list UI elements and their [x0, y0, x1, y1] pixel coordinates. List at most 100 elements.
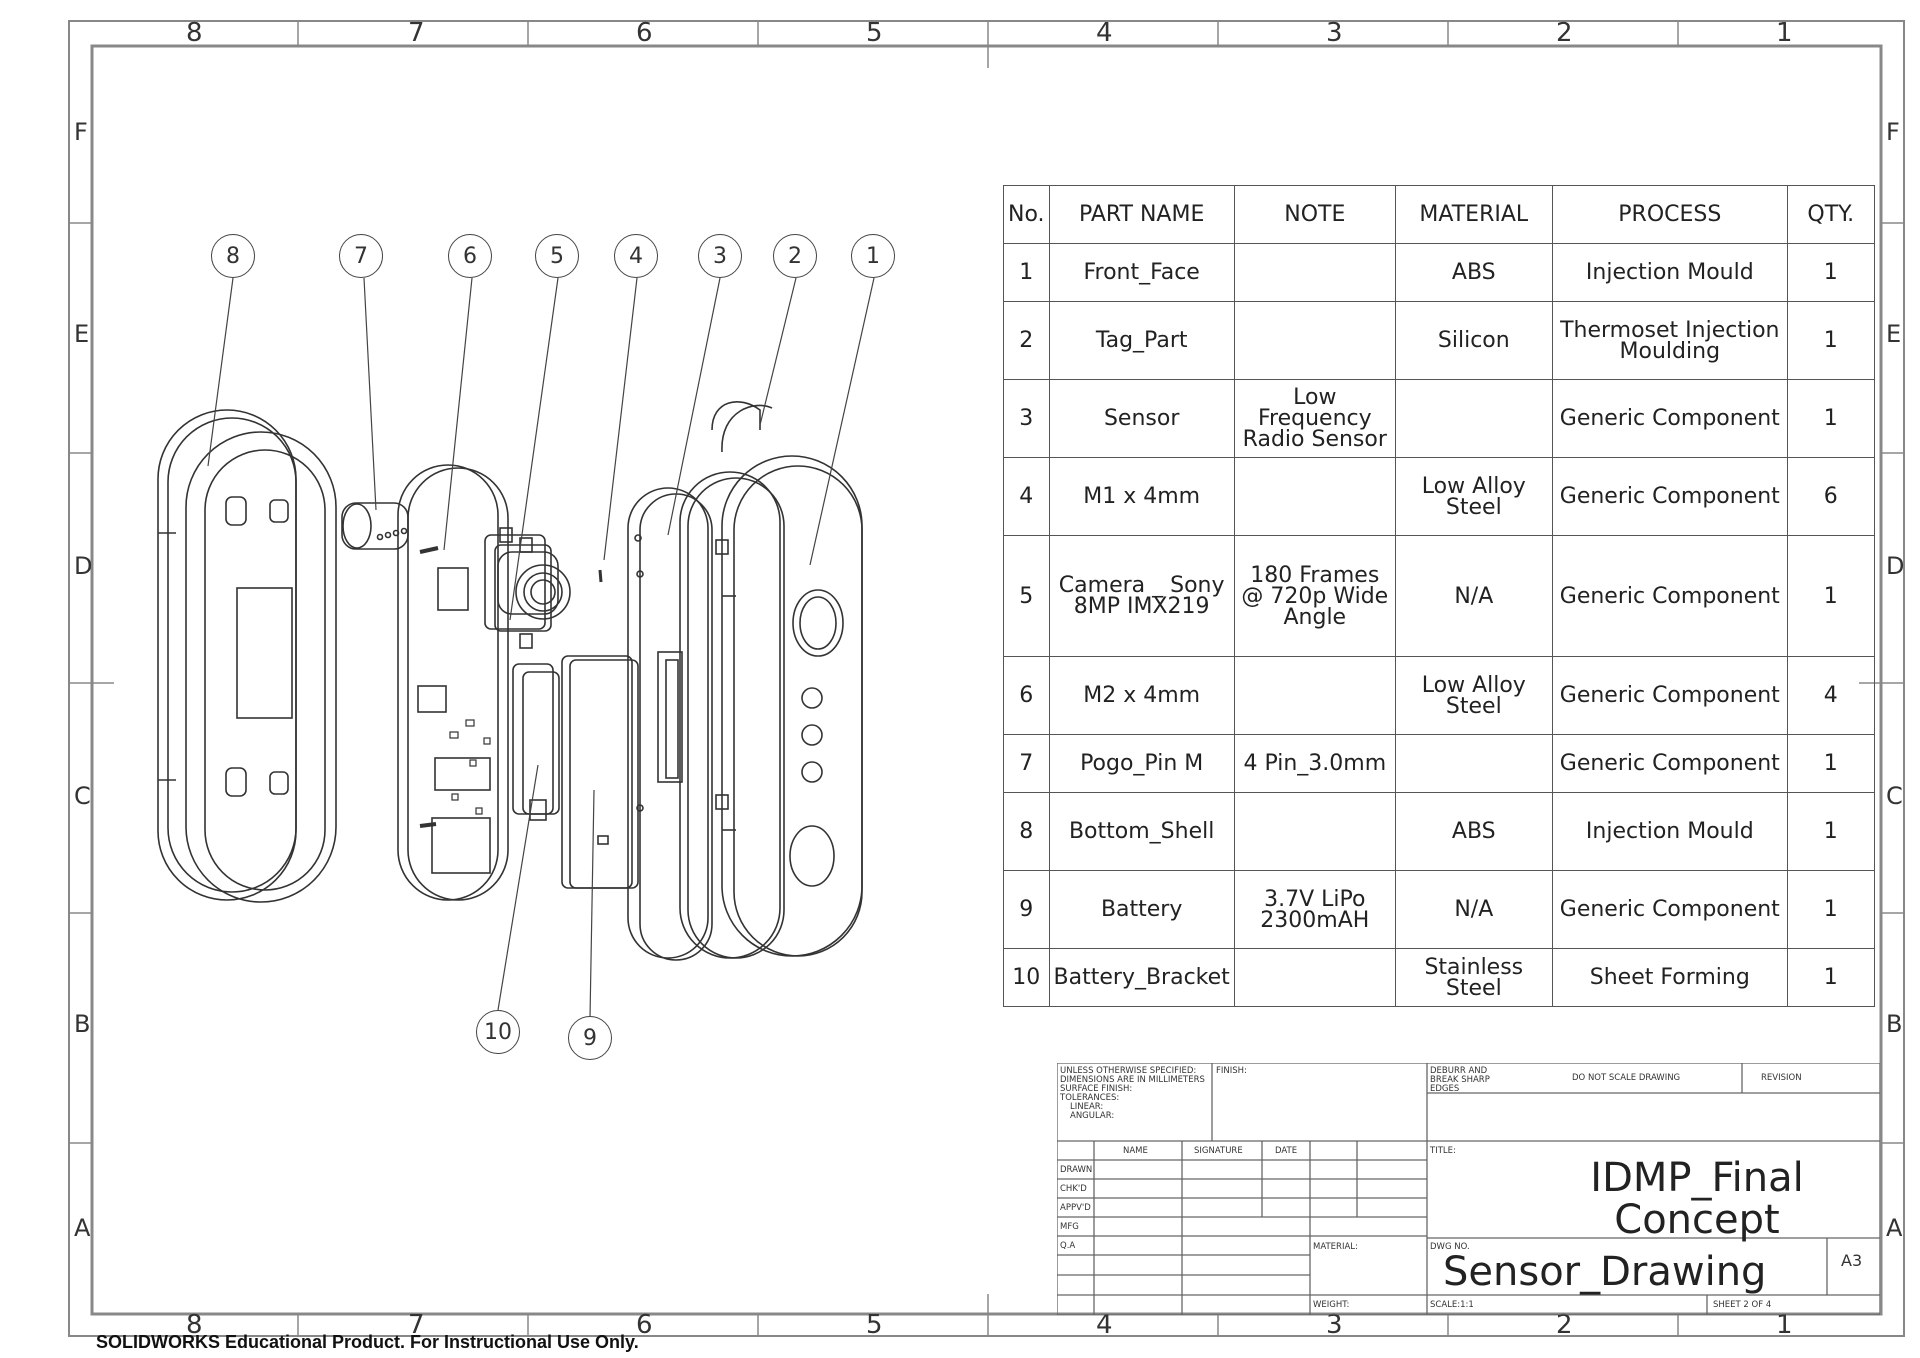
balloon-2: 2 [773, 234, 817, 278]
bom-cell-no: 6 [1003, 656, 1050, 735]
zone-col-6: 6 [636, 18, 653, 48]
bom-cell-material: ABS [1394, 792, 1553, 871]
row-mfg-label: MFG [1060, 1222, 1079, 1232]
zone-col-1-bottom: 1 [1776, 1310, 1793, 1340]
zone-row-c: C [74, 782, 91, 810]
bom-cell-note [1233, 301, 1396, 380]
col-name-label: NAME [1123, 1146, 1148, 1156]
zone-col-7-bottom: 7 [408, 1310, 425, 1340]
zone-col-4: 4 [1096, 18, 1113, 48]
bom-cell-qty: 1 [1786, 948, 1875, 1007]
bom-header-part-name: PART NAME [1048, 185, 1235, 244]
deburr-notes: DEBURR AND BREAK SHARP EDGES [1430, 1067, 1490, 1094]
bom-header-qty: QTY. [1786, 185, 1875, 244]
bom-cell-no: 7 [1003, 734, 1050, 793]
drawing-title: IDMP_Final Concept [1517, 1157, 1877, 1241]
bom-cell-no: 8 [1003, 792, 1050, 871]
bom-cell-note: Low Frequency Radio Sensor [1233, 379, 1396, 458]
camera-part [484, 527, 571, 649]
bom-cell-note: 4 Pin_3.0mm [1233, 734, 1396, 793]
unless-specified-text: UNLESS OTHERWISE SPECIFIED: [1060, 1066, 1197, 1076]
bom-cell-process: Thermoset Injection Moulding [1551, 301, 1788, 380]
bom-header-row: No. PART NAME NOTE MATERIAL PROCESS QTY. [1003, 185, 1875, 244]
bom-cell-part-name: Tag_Part [1048, 301, 1235, 380]
row-drawn-label: DRAWN [1060, 1165, 1093, 1175]
deburr-text-1: DEBURR AND [1430, 1066, 1488, 1076]
deburr-text-2: BREAK SHARP [1430, 1075, 1490, 1085]
pcb-board-part [397, 464, 509, 901]
bom-cell-qty: 6 [1786, 457, 1875, 536]
bom-cell-process: Generic Component [1551, 457, 1788, 536]
zone-col-4-bottom: 4 [1096, 1310, 1113, 1340]
zone-col-2-bottom: 2 [1556, 1310, 1573, 1340]
balloon-5: 5 [535, 234, 579, 278]
tolerance-notes: UNLESS OTHERWISE SPECIFIED: DIMENSIONS A… [1060, 1067, 1205, 1121]
scale-label: SCALE:1:1 [1430, 1300, 1474, 1310]
zone-row-e: E [74, 320, 90, 348]
zone-row-b: B [74, 1010, 91, 1038]
sensor-plate-part [627, 487, 713, 961]
bom-cell-note [1233, 656, 1396, 735]
zone-col-6-bottom: 6 [636, 1310, 653, 1340]
title-label: TITLE: [1430, 1146, 1456, 1156]
bom-cell-process: Generic Component [1551, 870, 1788, 949]
bom-cell-part-name: M1 x 4mm [1048, 457, 1235, 536]
zone-row-f-right: F [1886, 118, 1900, 146]
do-not-scale-label: DO NOT SCALE DRAWING [1572, 1073, 1681, 1083]
zone-row-f: F [74, 118, 88, 146]
bom-cell-qty: 1 [1786, 792, 1875, 871]
bom-cell-process: Sheet Forming [1551, 948, 1788, 1007]
deburr-text-3: EDGES [1430, 1084, 1460, 1094]
bill-of-materials-table: No. PART NAME NOTE MATERIAL PROCESS QTY.… [1003, 185, 1875, 1007]
bom-cell-qty: 4 [1786, 656, 1875, 735]
col-date-label: DATE [1275, 1146, 1298, 1156]
bom-cell-part-name: Battery_Bracket [1048, 948, 1235, 1007]
bom-cell-note [1233, 792, 1396, 871]
bom-cell-no: 3 [1003, 379, 1050, 458]
revision-label: REVISION [1761, 1073, 1802, 1083]
bom-cell-part-name: Camera _ Sony 8MP IMX219 [1048, 535, 1235, 657]
balloon-3: 3 [698, 234, 742, 278]
bom-cell-qty: 1 [1786, 870, 1875, 949]
bom-cell-part-name: M2 x 4mm [1048, 656, 1235, 735]
bom-cell-material: Low Alloy Steel [1394, 656, 1553, 735]
balloon-7: 7 [339, 234, 383, 278]
title-block-grid [1057, 1063, 1880, 1315]
angular-text: ANGULAR: [1070, 1111, 1115, 1121]
bom-cell-process: Generic Component [1551, 734, 1788, 793]
zone-col-3: 3 [1326, 18, 1343, 48]
bottom-shell-part [157, 409, 337, 903]
dimensions-text: DIMENSIONS ARE IN MILLIMETERS [1060, 1075, 1205, 1085]
zone-col-1: 1 [1776, 18, 1793, 48]
bom-cell-no: 4 [1003, 457, 1050, 536]
zone-row-c-right: C [1886, 782, 1903, 810]
drawing-title-line-2: Concept [1614, 1197, 1780, 1243]
title-block: UNLESS OTHERWISE SPECIFIED: DIMENSIONS A… [1057, 1063, 1880, 1315]
drawing-title-line-1: IDMP_Final [1590, 1155, 1804, 1201]
bom-cell-process: Injection Mould [1551, 792, 1788, 871]
bom-cell-part-name: Bottom_Shell [1048, 792, 1235, 871]
zone-row-e-right: E [1886, 320, 1902, 348]
bom-cell-note [1233, 457, 1396, 536]
sheet-size: A3 [1841, 1251, 1863, 1270]
zone-col-5-bottom: 5 [866, 1310, 883, 1340]
bom-cell-no: 10 [1003, 948, 1050, 1007]
material-label: MATERIAL: [1313, 1242, 1358, 1252]
bom-cell-material: N/A [1394, 535, 1553, 657]
bom-cell-material: Stainless Steel [1394, 948, 1553, 1007]
balloon-10: 10 [476, 1010, 520, 1054]
zone-row-a-right: A [1886, 1214, 1903, 1242]
bom-cell-part-name: Pogo_Pin M [1048, 734, 1235, 793]
bom-cell-no: 1 [1003, 243, 1050, 302]
bom-cell-material: ABS [1394, 243, 1553, 302]
bom-cell-material [1394, 379, 1553, 458]
row-chkd-label: CHK'D [1060, 1184, 1087, 1194]
col-signature-label: SIGNATURE [1194, 1146, 1243, 1156]
bom-cell-part-name: Battery [1048, 870, 1235, 949]
front-face-part [715, 455, 863, 957]
